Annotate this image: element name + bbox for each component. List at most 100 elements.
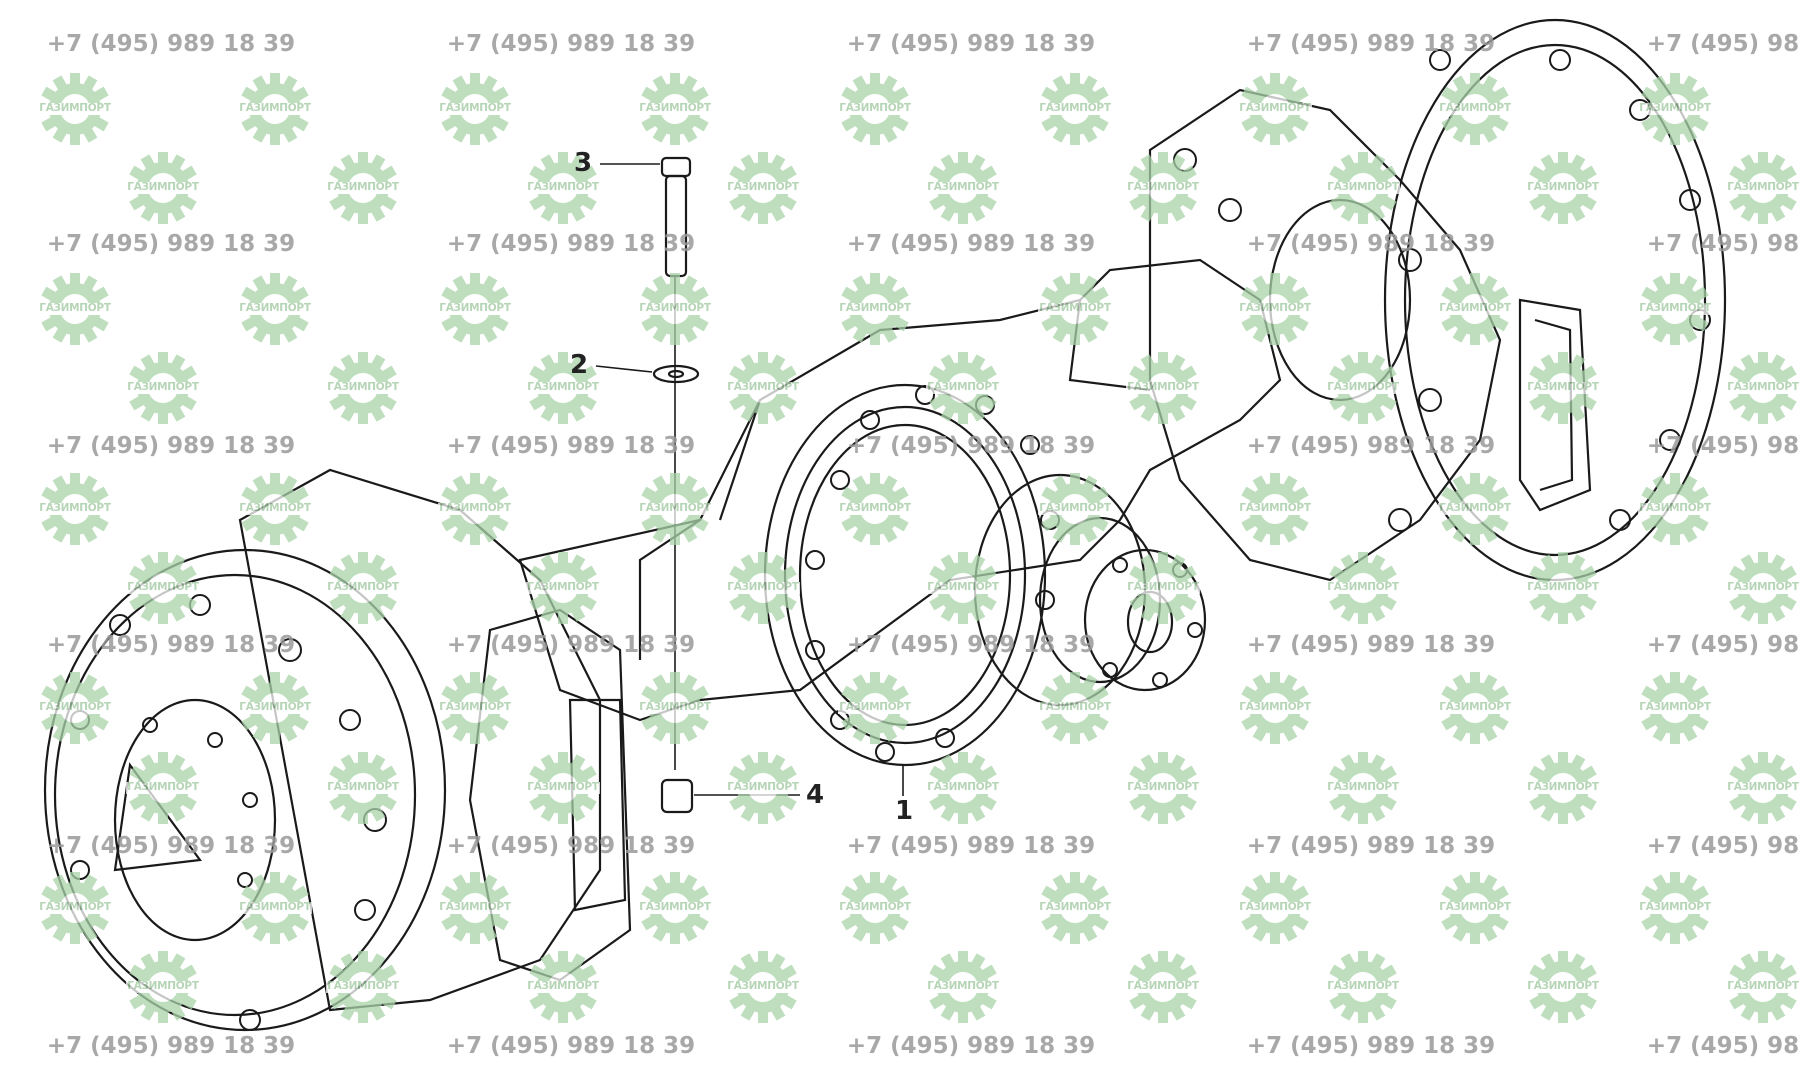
- watermark-logo-text: ГАЗИМПОРТ: [1527, 581, 1599, 593]
- left-wheel-hub: [43, 548, 447, 1032]
- gear-logo-icon: [1126, 152, 1200, 224]
- watermark-logo-text: ГАЗИМПОРТ: [39, 102, 111, 114]
- watermark-logo-text: ГАЗИМПОРТ: [1039, 102, 1111, 114]
- watermark-phone: +7 (495) 989 18 39: [1246, 632, 1496, 658]
- watermark-logo-text: ГАЗИМПОРТ: [327, 980, 399, 992]
- watermark-logo: ГАЗИМПОРТ: [526, 551, 600, 625]
- watermark-logo-text: ГАЗИМПОРТ: [1039, 302, 1111, 314]
- gear-logo-icon: [726, 552, 800, 624]
- watermark-logo-text: ГАЗИМПОРТ: [1127, 980, 1199, 992]
- watermark-phone: +7 (495) 989 18 39: [1646, 632, 1800, 658]
- gear-logo-icon: [1638, 473, 1712, 545]
- watermark-phone: +7 (495) 989 18 39: [846, 231, 1096, 257]
- gear-logo-icon: [1438, 473, 1512, 545]
- watermark-logo: ГАЗИМПОРТ: [1438, 472, 1512, 546]
- gear-logo-icon: [438, 73, 512, 145]
- watermark-phone: +7 (495) 989 18 39: [446, 632, 696, 658]
- watermark-logo-text: ГАЗИМПОРТ: [639, 502, 711, 514]
- watermark-phone: +7 (495) 989 18 39: [1246, 433, 1496, 459]
- gear-logo-icon: [1526, 352, 1600, 424]
- watermark-logo: ГАЗИМПОРТ: [1126, 351, 1200, 425]
- watermark-logo: ГАЗИМПОРТ: [726, 950, 800, 1024]
- watermark-logo-text: ГАЗИМПОРТ: [1439, 502, 1511, 514]
- watermark-logo: ГАЗИМПОРТ: [38, 272, 112, 346]
- watermark-logo-text: ГАЗИМПОРТ: [527, 381, 599, 393]
- watermark-logo-text: ГАЗИМПОРТ: [127, 581, 199, 593]
- watermark-phone: +7 (495) 989 18 39: [446, 433, 696, 459]
- watermark-logo: ГАЗИМПОРТ: [1326, 151, 1400, 225]
- gear-logo-icon: [526, 552, 600, 624]
- watermark-logo-text: ГАЗИМПОРТ: [39, 701, 111, 713]
- gear-logo-icon: [1238, 672, 1312, 744]
- watermark-logo-text: ГАЗИМПОРТ: [327, 381, 399, 393]
- gear-logo-icon: [638, 672, 712, 744]
- gear-logo-icon: [1038, 672, 1112, 744]
- watermark-logo: ГАЗИМПОРТ: [326, 151, 400, 225]
- watermark-logo: ГАЗИМПОРТ: [38, 472, 112, 546]
- gear-logo-icon: [1438, 872, 1512, 944]
- gear-logo-icon: [1726, 152, 1800, 224]
- watermark-logo: ГАЗИМПОРТ: [1438, 72, 1512, 146]
- watermark-logo: ГАЗИМПОРТ: [238, 871, 312, 945]
- gear-logo-icon: [1326, 552, 1400, 624]
- watermark-logo: ГАЗИМПОРТ: [326, 751, 400, 825]
- watermark-logo-text: ГАЗИМПОРТ: [1127, 781, 1199, 793]
- callout-1: 1: [895, 796, 914, 826]
- watermark-logo: ГАЗИМПОРТ: [838, 472, 912, 546]
- gear-logo-icon: [838, 273, 912, 345]
- gear-logo-icon: [1326, 752, 1400, 824]
- watermark-logo-text: ГАЗИМПОРТ: [439, 701, 511, 713]
- watermark-logo: ГАЗИМПОРТ: [1126, 950, 1200, 1024]
- watermark-phone: +7 (495) 989 18 39: [1246, 31, 1496, 57]
- watermark-phone: +7 (495) 989 18 39: [1646, 31, 1800, 57]
- watermark-phone: +7 (495) 989 18 39: [446, 1033, 696, 1059]
- watermark-logo: ГАЗИМПОРТ: [326, 351, 400, 425]
- gear-logo-icon: [238, 73, 312, 145]
- gear-logo-icon: [1326, 152, 1400, 224]
- watermark-logo: ГАЗИМПОРТ: [126, 151, 200, 225]
- watermark-logo: ГАЗИМПОРТ: [838, 72, 912, 146]
- left-brake-caliper: [468, 608, 632, 982]
- watermark-logo: ГАЗИМПОРТ: [238, 272, 312, 346]
- watermark-logo: ГАЗИМПОРТ: [1638, 72, 1712, 146]
- gear-logo-icon: [726, 352, 800, 424]
- watermark-logo-text: ГАЗИМПОРТ: [727, 781, 799, 793]
- watermark-phone: +7 (495) 989 18 39: [1246, 231, 1496, 257]
- watermark-phone: +7 (495) 989 18 39: [1646, 833, 1800, 859]
- watermark-logo: ГАЗИМПОРТ: [38, 671, 112, 745]
- watermark-logo-text: ГАЗИМПОРТ: [327, 581, 399, 593]
- gear-logo-icon: [638, 73, 712, 145]
- watermark-logo-text: ГАЗИМПОРТ: [1727, 181, 1799, 193]
- watermark-logo-text: ГАЗИМПОРТ: [527, 781, 599, 793]
- bolt-part-3: [660, 156, 692, 178]
- gear-logo-icon: [38, 672, 112, 744]
- watermark-logo-text: ГАЗИМПОРТ: [1527, 781, 1599, 793]
- watermark-logo-text: ГАЗИМПОРТ: [1639, 302, 1711, 314]
- watermark-logo: ГАЗИМПОРТ: [238, 671, 312, 745]
- watermark-logo-text: ГАЗИМПОРТ: [1327, 980, 1399, 992]
- gear-logo-icon: [438, 872, 512, 944]
- watermark-logo: ГАЗИМПОРТ: [1038, 272, 1112, 346]
- watermark-logo: ГАЗИМПОРТ: [926, 151, 1000, 225]
- watermark-logo: ГАЗИМПОРТ: [926, 751, 1000, 825]
- watermark-logo: ГАЗИМПОРТ: [726, 751, 800, 825]
- watermark-logo-text: ГАЗИМПОРТ: [439, 102, 511, 114]
- watermark-logo: ГАЗИМПОРТ: [1526, 950, 1600, 1024]
- watermark-logo: ГАЗИМПОРТ: [126, 351, 200, 425]
- watermark-logo: ГАЗИМПОРТ: [326, 950, 400, 1024]
- watermark-logo: ГАЗИМПОРТ: [1126, 151, 1200, 225]
- gear-logo-icon: [726, 951, 800, 1023]
- watermark-logo-text: ГАЗИМПОРТ: [1239, 701, 1311, 713]
- watermark-logo-text: ГАЗИМПОРТ: [839, 102, 911, 114]
- gear-logo-icon: [326, 752, 400, 824]
- watermark-logo-text: ГАЗИМПОРТ: [1327, 381, 1399, 393]
- gear-logo-icon: [1038, 473, 1112, 545]
- watermark-logo-text: ГАЗИМПОРТ: [639, 302, 711, 314]
- gear-logo-icon: [1526, 552, 1600, 624]
- watermark-logo-text: ГАЗИМПОРТ: [127, 181, 199, 193]
- watermark-logo-text: ГАЗИМПОРТ: [239, 502, 311, 514]
- gear-logo-icon: [238, 473, 312, 545]
- watermark-logo-text: ГАЗИМПОРТ: [1039, 701, 1111, 713]
- gear-logo-icon: [838, 672, 912, 744]
- watermark-logo: ГАЗИМПОРТ: [1526, 151, 1600, 225]
